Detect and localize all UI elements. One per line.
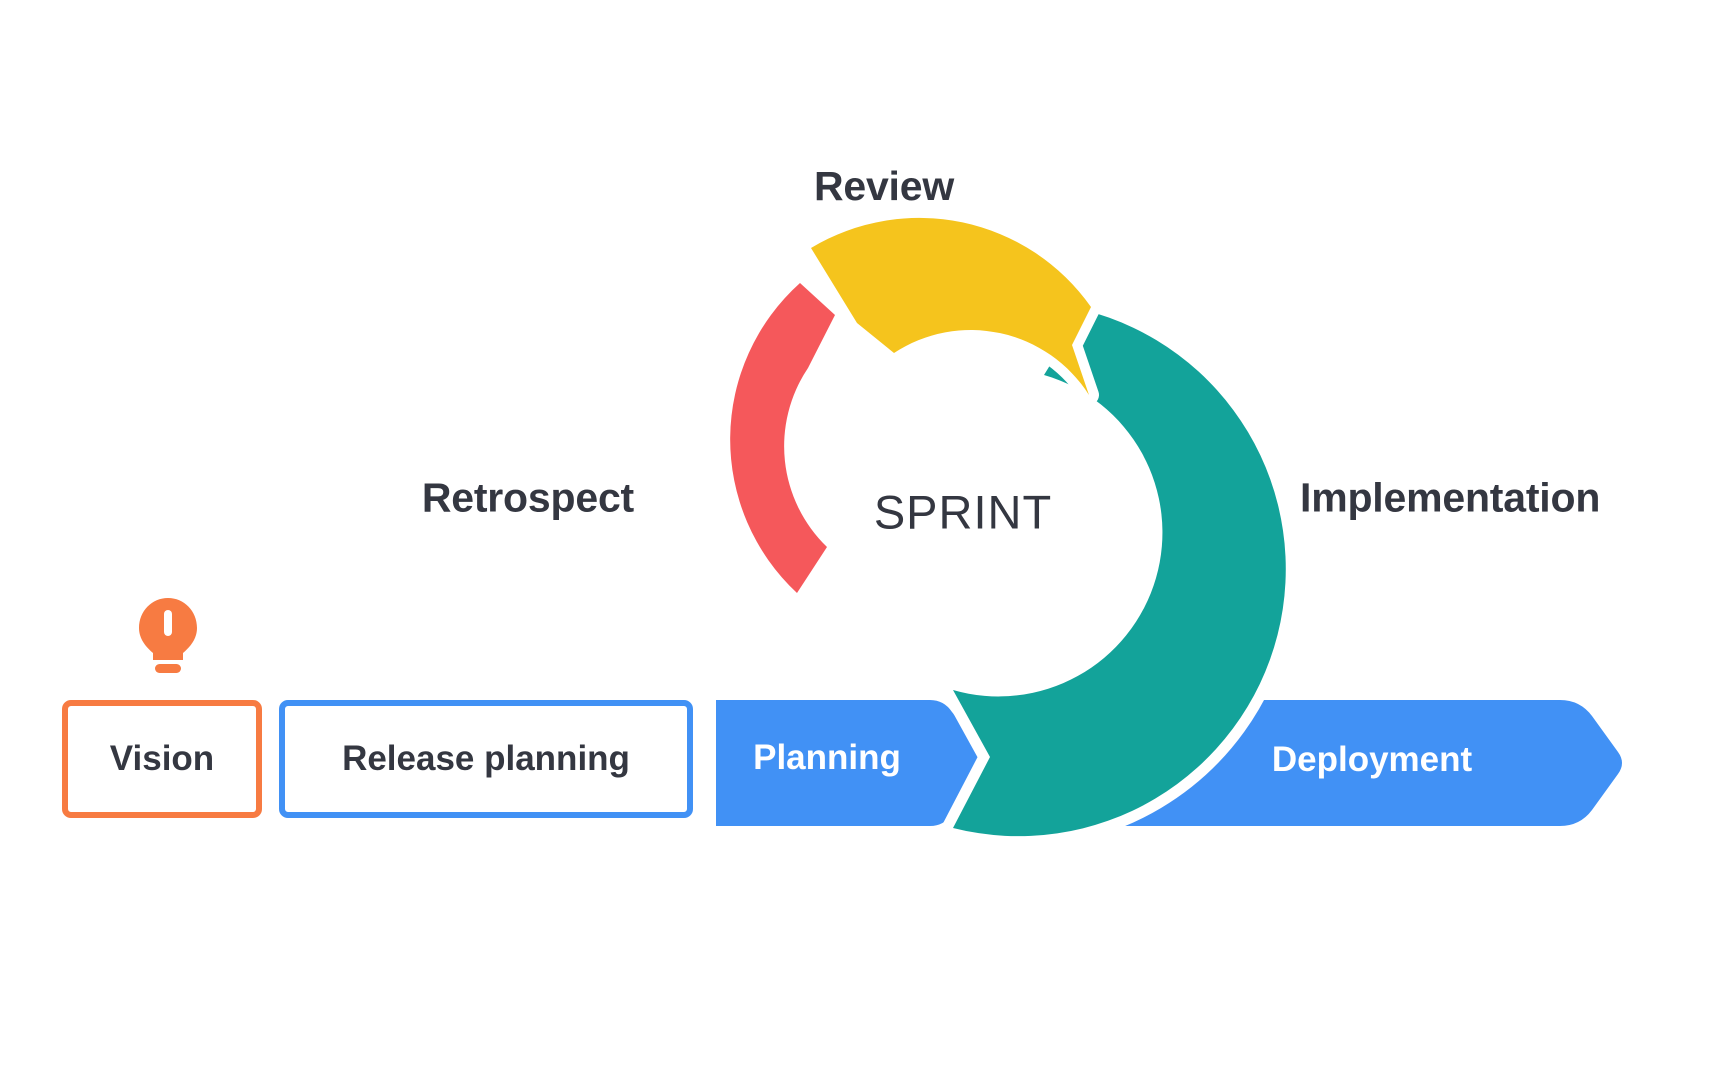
flow-shape-planning[interactable] [716,700,991,826]
cycle-center-label: SPRINT [873,485,1053,539]
flow-step-release-planning-label: Release planning [342,739,630,778]
flow-shape-deployment[interactable] [1120,700,1622,826]
flow-step-release-planning[interactable]: Release planning [279,700,693,818]
cycle-segment-review[interactable] [801,207,1101,405]
flow-step-vision-label: Vision [109,739,215,778]
cycle-label-implementation: Implementation [1300,474,1601,521]
cycle-segment-implementation[interactable] [942,299,1297,848]
cycle-label-retrospect: Retrospect [421,474,634,521]
lightbulb-icon [139,598,197,673]
flow-step-vision[interactable]: Vision [62,700,262,818]
cycle-segment-retrospect[interactable] [720,273,845,603]
cycle-label-review: Review [813,163,955,209]
